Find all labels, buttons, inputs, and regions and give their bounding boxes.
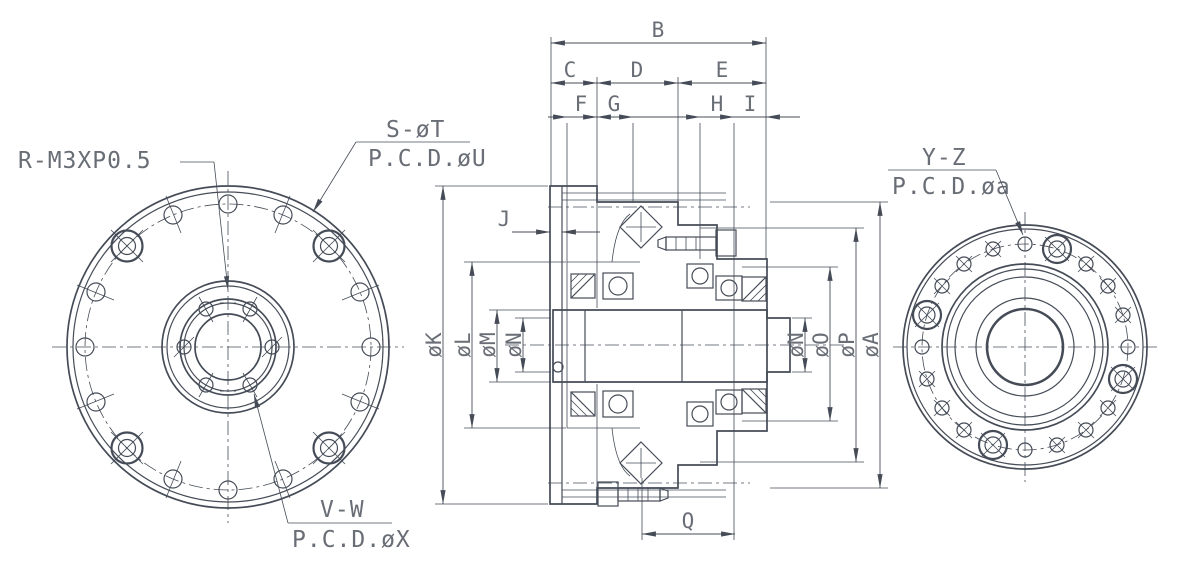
- front-bolt-note-line2: P.C.D.øU: [368, 146, 487, 172]
- dimension-g-label: G: [608, 92, 621, 116]
- extension-lines: [435, 37, 888, 540]
- hub-note-leader: [253, 393, 289, 524]
- dimension-d-label: D: [631, 58, 644, 82]
- rear-bolt-note: Y-Z P.C.D.øa: [888, 145, 1024, 236]
- dimension-dia-n-left-label: øN: [502, 332, 526, 357]
- dimension-dia-n-right-label: øN: [784, 332, 808, 357]
- dimension-dia-l: øL: [451, 261, 475, 429]
- dimension-dia-m-label: øM: [476, 332, 500, 357]
- housing-outline: [549, 185, 768, 505]
- front-bolt-note: S-øT P.C.D.øU: [312, 117, 487, 213]
- front-view-center-lines: [52, 171, 404, 523]
- hidden-hole-marks: [220, 302, 236, 392]
- rear-hole-cross-marks: [918, 240, 1132, 454]
- dimension-dia-k: øK: [422, 185, 446, 505]
- dimension-j-label: J: [498, 207, 511, 231]
- hub-note: V-W P.C.D.øX: [253, 393, 411, 553]
- dimension-f-label: F: [575, 92, 588, 116]
- dimension-c: C: [550, 58, 598, 86]
- shaft-steps: [584, 310, 683, 382]
- dimension-dia-n-right: øN: [784, 317, 808, 373]
- section-hatching: [570, 273, 767, 417]
- dimension-dia-k-label: øK: [422, 332, 446, 358]
- wave-generator-symbols: [619, 205, 663, 485]
- spline-band-lines: [562, 192, 726, 498]
- dimension-i-label: I: [744, 92, 757, 116]
- hub-note-line2: P.C.D.øX: [292, 527, 411, 553]
- front-view-bolt-holes: [75, 194, 381, 500]
- dimension-dia-p-label: øP: [835, 332, 859, 357]
- roller-bearings: [570, 273, 767, 417]
- dimension-dia-a-label: øA: [859, 332, 883, 358]
- front-hub-holes: [173, 296, 283, 398]
- rear-view-circles: [902, 224, 1148, 470]
- front-counterbore-holes: [110, 229, 346, 465]
- bolt-hole-tick-marks: [76, 195, 380, 499]
- dimension-e: E: [677, 58, 767, 86]
- dimension-b: B: [550, 18, 767, 46]
- dimension-dia-a: øA: [859, 201, 883, 489]
- dimension-dia-o-label: øO: [809, 332, 833, 357]
- dimension-h-label: H: [711, 92, 724, 116]
- dimension-dia-n-left: øN: [502, 317, 526, 373]
- rear-bolt-circle: [921, 243, 1129, 451]
- shaft-outline: [552, 309, 791, 383]
- dimension-b-label: B: [652, 18, 665, 42]
- front-bolt-circle: [84, 203, 372, 491]
- dimension-dia-m: øM: [476, 309, 500, 383]
- front-bolt-note-leader: [312, 141, 357, 213]
- dimension-c-label: C: [564, 58, 577, 82]
- hub-note-line1: V-W: [320, 497, 365, 523]
- dimension-dia-l-label: øL: [451, 332, 475, 357]
- spline-band-axis: [548, 206, 750, 484]
- top-bolt: [657, 229, 737, 257]
- dimension-j: J: [498, 207, 600, 235]
- bottom-bolt: [597, 481, 669, 507]
- rear-bolt-note-leader: [995, 169, 1024, 236]
- rear-view-bolt-holes: [911, 233, 1139, 461]
- dimension-fghi-chain: F G H I: [548, 92, 800, 120]
- thread-note: R-M3XP0.5: [18, 148, 230, 291]
- dimensions: B C D E F G H I: [422, 18, 888, 540]
- section-view: [505, 185, 845, 507]
- flexspline-cup-lines: [567, 213, 640, 477]
- dimension-dia-o: øO: [809, 266, 833, 422]
- thread-note-label: R-M3XP0.5: [18, 148, 152, 174]
- dimension-d: D: [596, 58, 679, 86]
- thread-note-leader: [213, 161, 230, 291]
- setscrew-hole: [552, 361, 564, 373]
- dimension-q: Q: [641, 509, 736, 537]
- rear-view: [893, 212, 1157, 482]
- front-view: [52, 171, 404, 523]
- dimension-e-label: E: [716, 58, 729, 82]
- front-bolt-note-line1: S-øT: [386, 117, 445, 143]
- rear-bolt-note-line1: Y-Z: [922, 145, 967, 171]
- rear-counterbore-holes: [911, 233, 1139, 461]
- rear-bolt-note-line2: P.C.D.øa: [892, 174, 1011, 200]
- rear-view-center-lines: [893, 212, 1157, 482]
- annotations: R-M3XP0.5 S-øT P.C.D.øU V-W P.C.D.øX Y-Z…: [18, 117, 1024, 553]
- dimension-dia-p: øP: [835, 227, 859, 463]
- dimension-q-label: Q: [682, 509, 695, 533]
